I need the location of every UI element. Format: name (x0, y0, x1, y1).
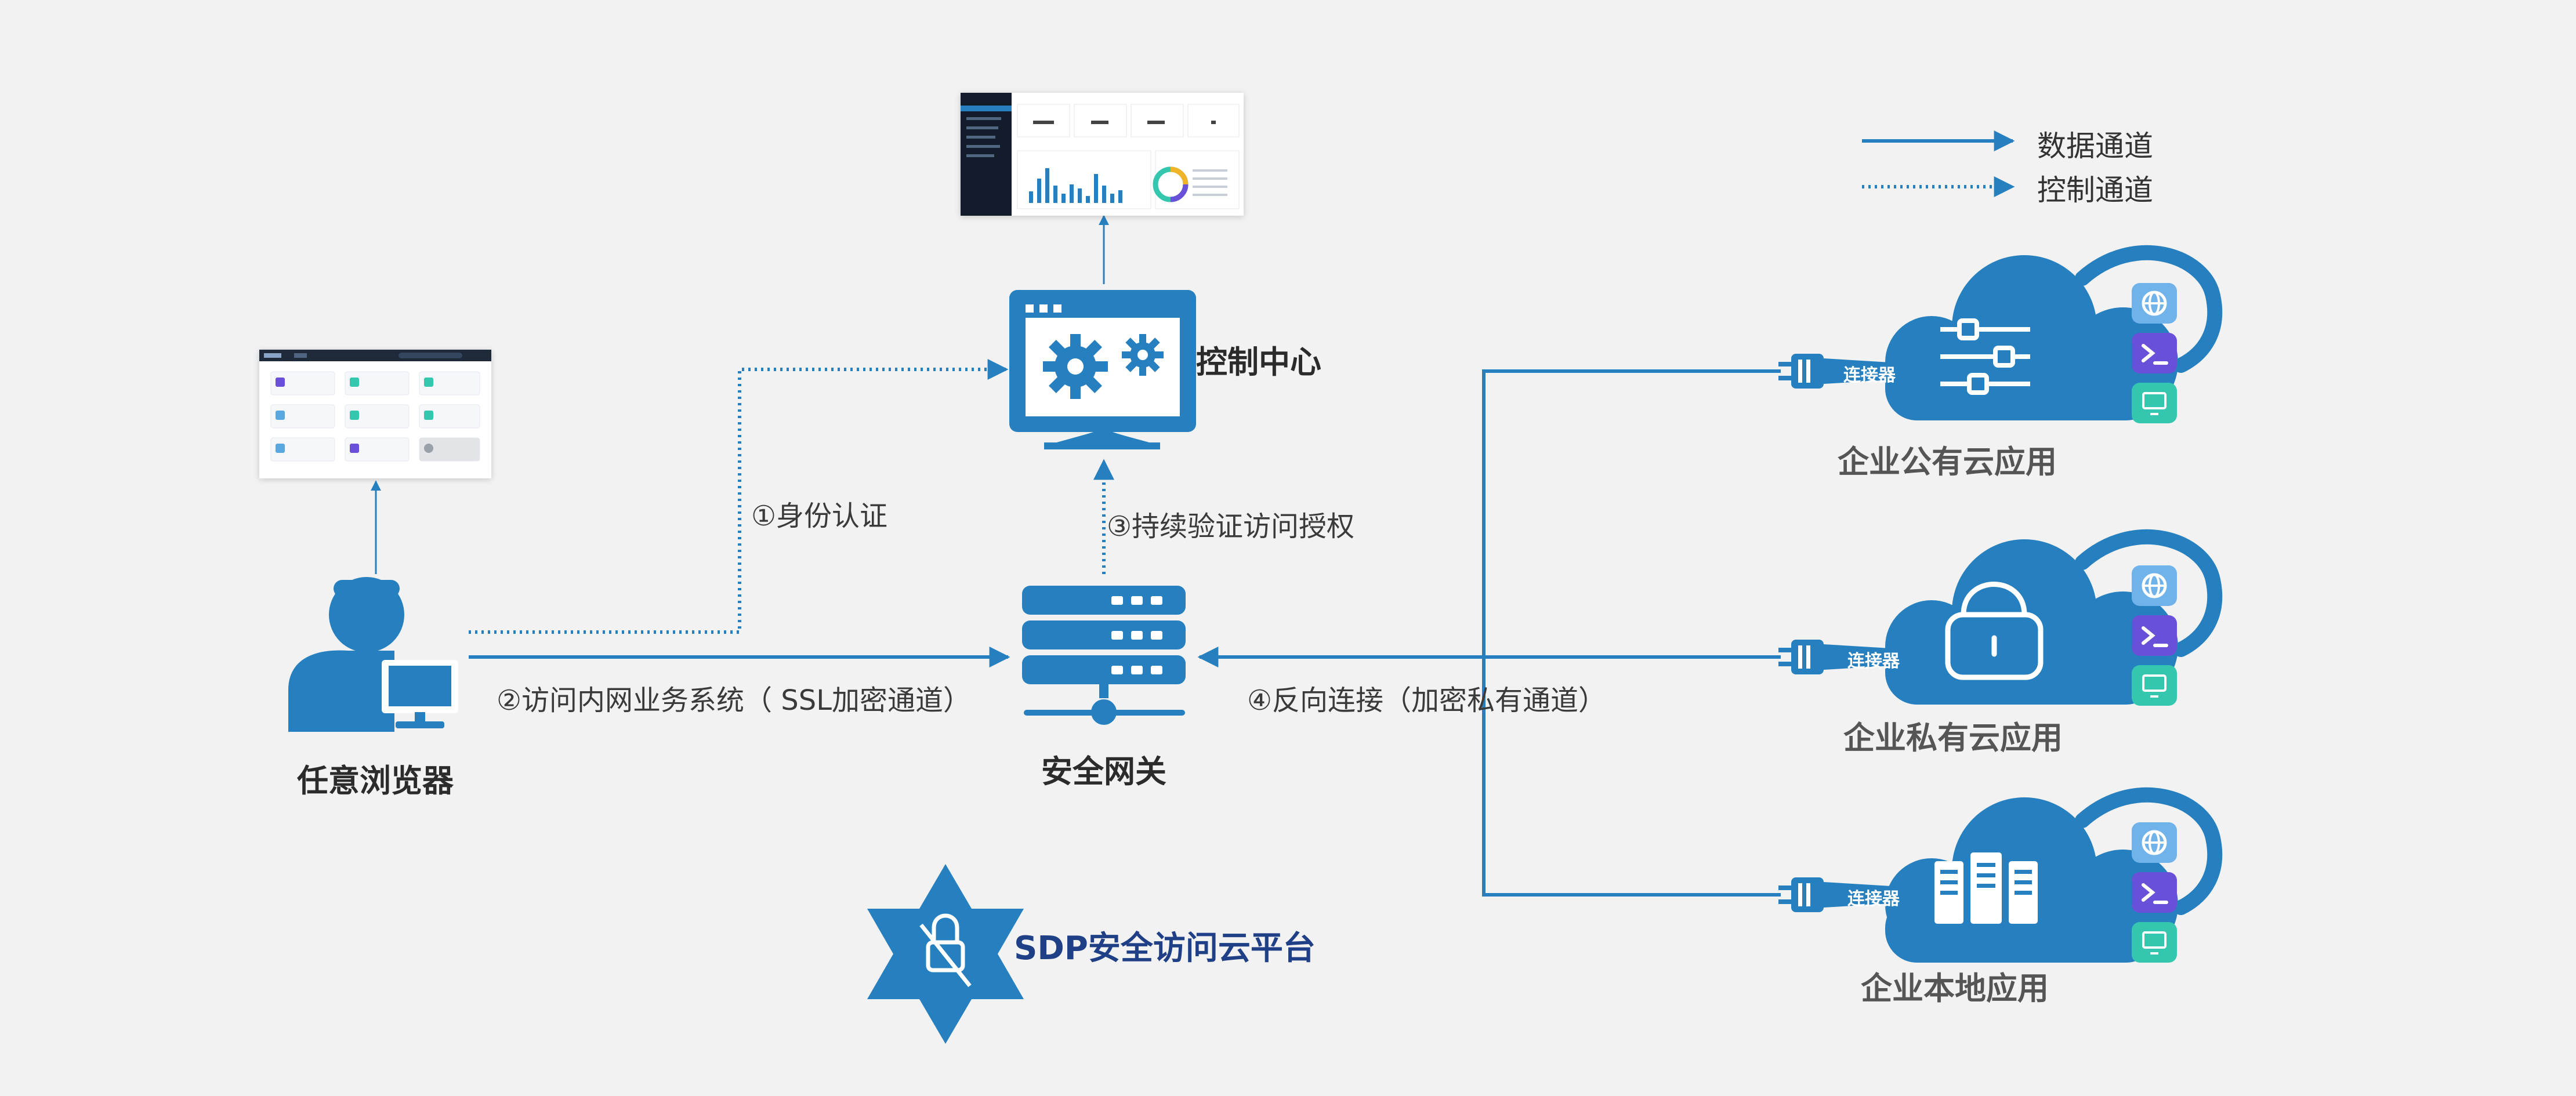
access-intranet-label: ②访问内网业务系统（ SSL加密通道） (497, 684, 971, 717)
local-cloud-label: 企业本地应用 (1861, 970, 2049, 1007)
browser-label: 任意浏览器 (297, 763, 454, 799)
identity-auth-label: ①身份认证 (751, 500, 888, 532)
reverse-connect-label: ④反向连接（加密私有通道） (1247, 684, 1607, 717)
connector-bus-line (1482, 369, 1781, 897)
gateway-label: 安全网关 (1041, 753, 1166, 790)
browser-portal-thumbnail (259, 350, 491, 478)
private-cloud-label: 企业私有云应用 (1843, 720, 2063, 756)
platform-label: SDP安全访问云平台 (1014, 930, 1316, 967)
connector-label-private: 连接器 (1847, 651, 1900, 672)
local-cloud (1778, 795, 2215, 963)
security-gateway-icon (1022, 586, 1186, 725)
continuous-auth-label: ③持续验证访问授权 (1107, 510, 1355, 543)
legend-control-channel-label: 控制通道 (2037, 173, 2153, 207)
legend (1862, 130, 2015, 197)
connections (371, 215, 1781, 897)
private-cloud (1778, 537, 2215, 706)
lock-icon (1945, 582, 2044, 680)
dashboard-thumbnail-image (961, 93, 1240, 216)
sliders-icon (1940, 318, 2030, 395)
server-rack-icon (1934, 852, 2038, 924)
legend-data-channel-label: 数据通道 (2037, 129, 2153, 163)
identity-auth-line (469, 359, 1009, 634)
platform-star-icon (867, 864, 1024, 1044)
connector-label-local: 连接器 (1847, 889, 1900, 909)
public-cloud-label: 企业公有云应用 (1838, 444, 2057, 480)
control-dashboard-thumbnail (961, 93, 1244, 216)
connector-label-public: 连接器 (1843, 365, 1896, 386)
control-center-label: 控制中心 (1196, 344, 1321, 380)
portal-thumbnail-image (259, 350, 491, 462)
public-cloud (1778, 253, 2215, 423)
control-center-icon (1009, 290, 1196, 449)
user-with-laptop-icon (288, 577, 458, 732)
